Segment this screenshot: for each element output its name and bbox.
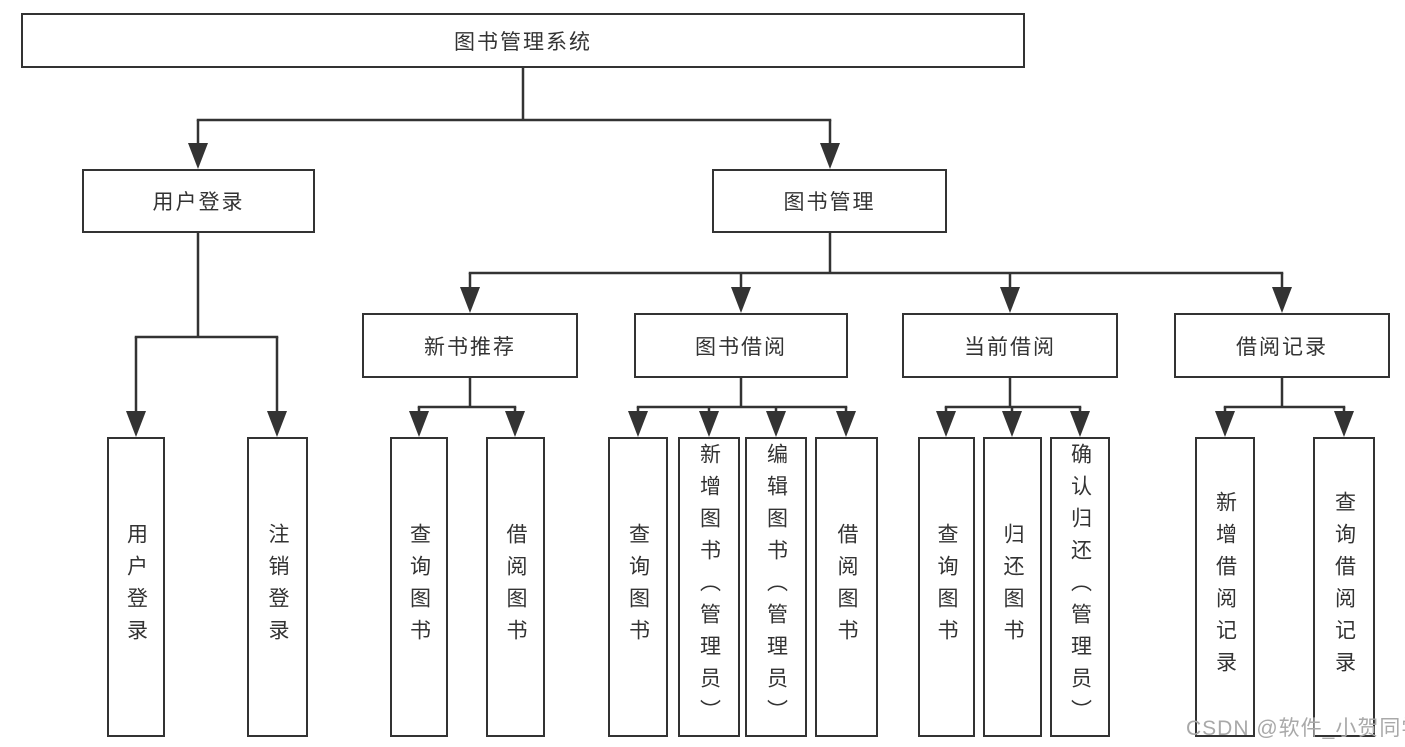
node-user-login-leaf: 用户登录 [107, 437, 165, 737]
node-user-login: 用户登录 [82, 169, 315, 233]
node-query-book-1: 查询图书 [390, 437, 448, 737]
node-new-book-recommend: 新书推荐 [362, 313, 578, 378]
node-logout-leaf: 注销登录 [247, 437, 308, 737]
node-borrow-book-1: 借阅图书 [486, 437, 545, 737]
csdn-watermark: CSDN @软件_小贺同学 [1186, 717, 1405, 740]
node-borrow-book-2: 借阅图书 [815, 437, 878, 737]
node-add-borrow-record: 新增借阅记录 [1195, 437, 1255, 737]
node-borrow-record: 借阅记录 [1174, 313, 1390, 378]
node-confirm-return-admin: 确认归还（管理员） [1050, 437, 1110, 737]
node-current-borrow: 当前借阅 [902, 313, 1118, 378]
node-query-book-2: 查询图书 [608, 437, 668, 737]
node-return-book: 归还图书 [983, 437, 1042, 737]
node-query-book-3: 查询图书 [918, 437, 975, 737]
node-add-book-admin: 新增图书（管理员） [678, 437, 740, 737]
node-query-borrow-record: 查询借阅记录 [1313, 437, 1375, 737]
node-book-management: 图书管理 [712, 169, 947, 233]
node-book-borrow: 图书借阅 [634, 313, 848, 378]
node-library-management-system: 图书管理系统 [21, 13, 1025, 68]
node-edit-book-admin: 编辑图书（管理员） [745, 437, 807, 737]
